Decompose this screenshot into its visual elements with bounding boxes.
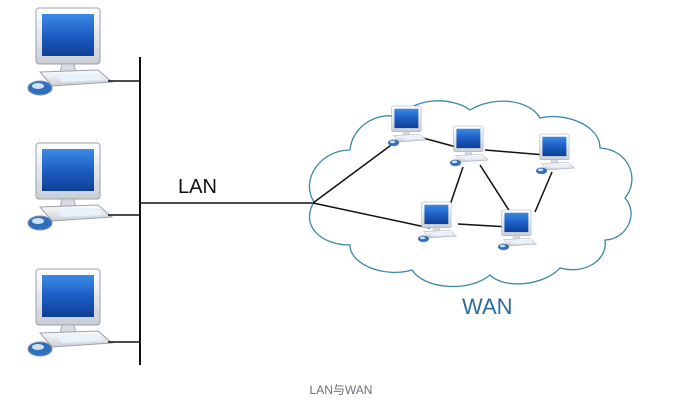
- wan-computer-1: [387, 105, 427, 147]
- lan-computer-2: [27, 142, 113, 231]
- lan-label: LAN: [178, 176, 217, 198]
- wan-link: [312, 202, 431, 229]
- wan-computer-5: [497, 209, 537, 251]
- wan-computer-2: [449, 125, 489, 167]
- wan-label: WAN: [462, 294, 513, 319]
- wan-computer-4: [417, 201, 457, 243]
- wan-computer-3: [535, 133, 575, 175]
- lan-computer-3: [27, 268, 113, 357]
- wan-link: [479, 164, 513, 216]
- wan-link: [484, 149, 546, 156]
- wan-link: [312, 139, 399, 204]
- wan-link: [534, 171, 553, 213]
- wan-link: [449, 166, 464, 206]
- lan-computer-1: [27, 7, 113, 96]
- figure-caption: LAN与WAN: [309, 383, 373, 397]
- wan-links: [312, 134, 553, 229]
- wan-link: [457, 223, 511, 228]
